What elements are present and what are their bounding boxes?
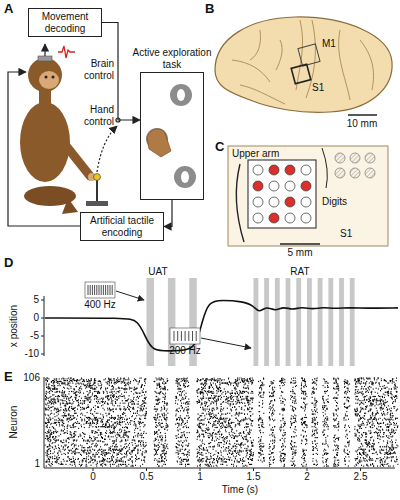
condition-label: RAT	[290, 266, 309, 278]
control-label: Hand control	[68, 104, 114, 127]
spike-waveform-icon	[58, 46, 75, 58]
tick-label: 2	[304, 471, 310, 483]
process-box: Artificial tactile encoding	[80, 212, 164, 241]
area-label: S1	[312, 82, 324, 94]
panel-letter: B	[205, 2, 214, 17]
axis-title: Neuron	[8, 406, 20, 439]
condition-label: UAT	[148, 266, 167, 278]
frequency-label: 200 Hz	[169, 345, 201, 357]
tick-label: 1	[34, 458, 40, 470]
area-label: M1	[322, 38, 336, 50]
tick-label: 0	[90, 471, 96, 483]
target-rings	[141, 73, 203, 199]
area-label: S1	[340, 228, 352, 240]
axis-title: x position	[8, 305, 20, 347]
node-label: Artificial tactile encoding	[86, 215, 158, 238]
panel-letter: E	[4, 370, 13, 385]
pulse-insets	[85, 282, 251, 348]
node-heading: Active exploration task	[126, 47, 218, 70]
frequency-label: 400 Hz	[84, 299, 116, 311]
tick-label: 1.5	[247, 471, 261, 483]
signal-arrow	[164, 200, 172, 227]
tick-label: 106	[23, 372, 40, 384]
tick-label: 1	[197, 471, 203, 483]
tick-label: 5	[33, 294, 39, 306]
panel-letter: C	[215, 140, 224, 155]
signal-wires	[8, 44, 120, 226]
brain-drawing	[215, 17, 392, 115]
region-label: Digits	[322, 196, 347, 208]
process-box: Movement decoding	[28, 8, 102, 37]
control-label: Brain control	[68, 58, 114, 81]
tick-label: -5	[30, 330, 39, 342]
tick-label: -10	[25, 348, 39, 360]
electrode-array	[228, 146, 388, 246]
scale-label: 5 mm	[288, 247, 313, 259]
scale-label: 10 mm	[347, 118, 378, 130]
position-plot	[41, 278, 398, 366]
node-label: Movement decoding	[34, 11, 96, 34]
tick-label: 0	[33, 312, 39, 324]
tick-label: 0.5	[140, 471, 154, 483]
tick-label: 2.5	[354, 471, 368, 483]
panel-letter: D	[4, 256, 13, 271]
axis-title: Time (s)	[222, 484, 258, 496]
region-label: Upper arm	[232, 148, 279, 160]
panel-letter: A	[4, 2, 13, 17]
task-screen: Active exploration task	[140, 72, 204, 200]
spike-raster	[44, 377, 398, 471]
